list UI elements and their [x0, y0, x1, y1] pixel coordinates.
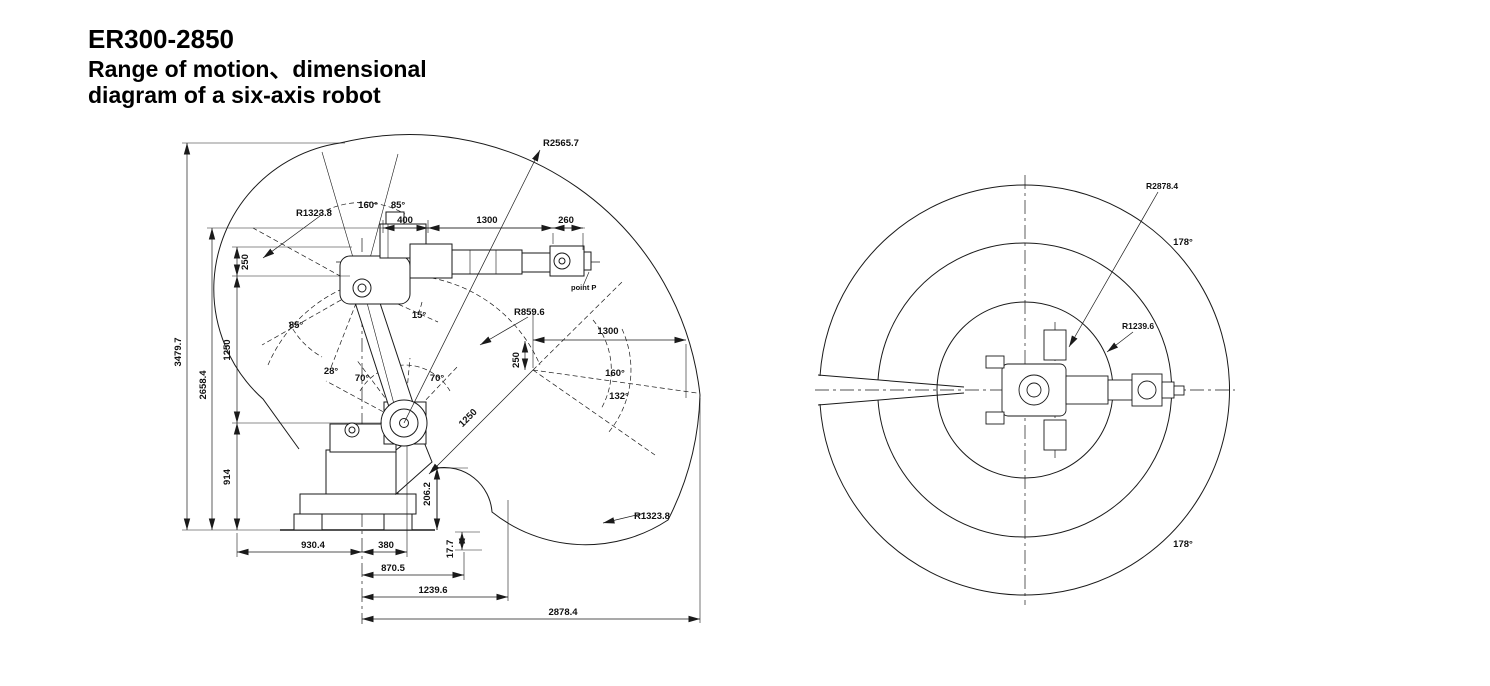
label-point-p: point P [571, 283, 596, 292]
envelope-left-arc [213, 142, 341, 450]
model-title: ER300-2850 [88, 24, 234, 54]
label-dim-3479-7: 3479.7 [173, 337, 184, 366]
dead-zone-upper-line [817, 374, 965, 388]
label-r2565-7: R2565.7 [543, 138, 579, 149]
label-dim-930-4: 930.4 [301, 540, 325, 551]
leader-r2878-4 [1068, 191, 1159, 348]
label-angle-160-right: 160° [605, 368, 625, 379]
top-arm [1065, 375, 1109, 405]
side-view-labels: R2565.7 R1323.8 R859.6 R1323.8 160° 85° … [173, 138, 670, 618]
label-dim-1300-right: 1300 [597, 326, 618, 337]
label-dim-400: 400 [397, 215, 413, 226]
label-dim-2878-4: 2878.4 [548, 607, 578, 618]
label-r859-6: R859.6 [514, 307, 545, 318]
elbow-housing [339, 255, 411, 305]
label-dim-1250-left: 1250 [222, 339, 233, 360]
dead-zone-lower-line [817, 392, 965, 406]
top-view: R2878.4 R1239.6 178° 178° [815, 175, 1235, 605]
leader-r1239-6 [1106, 331, 1134, 353]
leader-r2565-7 [403, 149, 541, 424]
top-flange [1173, 385, 1185, 396]
work-envelope [213, 134, 701, 546]
label-dim-1300-top: 1300 [476, 215, 497, 226]
label-dim-250-left: 250 [240, 254, 251, 270]
top-counterweight-lower [1043, 419, 1067, 451]
label-angle-70-left: 70° [355, 373, 370, 384]
top-view-labels: R2878.4 R1239.6 178° 178° [1122, 181, 1193, 550]
base-foot-right [383, 513, 413, 531]
upper-arm-root [409, 243, 453, 279]
label-r1323-8-lower: R1323.8 [634, 511, 670, 522]
side-view: R2565.7 R1323.8 R859.6 R1323.8 160° 85° … [173, 134, 701, 624]
base-plate [299, 493, 417, 515]
label-angle-160-top: 160° [358, 200, 378, 211]
outer-range-circle [819, 184, 1231, 596]
leader-r1323-8-upper [262, 215, 321, 259]
label-dim-206-2: 206.2 [422, 482, 433, 506]
leader-r1323-8-lower [602, 512, 646, 524]
top-view-leaders [1068, 191, 1159, 353]
robot-top-silhouette [985, 322, 1185, 458]
subtitle-line1: Range of motion、dimensional [88, 56, 427, 82]
base-pedestal [325, 449, 399, 495]
label-dim-380: 380 [378, 540, 394, 551]
label-dim-914: 914 [222, 468, 233, 485]
label-dim-250-right: 250 [511, 352, 522, 368]
title-block: ER300-2850 Range of motion、dimensional d… [88, 24, 427, 108]
envelope-outer-arc [339, 134, 701, 546]
motion-construction-lines [252, 151, 698, 624]
leader-point-p [582, 271, 590, 287]
label-dim-1250-diag: 1250 [457, 407, 480, 430]
robot-side-silhouette [280, 211, 592, 531]
label-angle-178-top: 178° [1173, 237, 1193, 248]
label-dim-1239-6: 1239.6 [418, 585, 447, 596]
upper-arm-tube [451, 249, 523, 275]
label-dim-2658-4: 2658.4 [198, 370, 209, 400]
label-dim-17-7: 17.7 [445, 540, 456, 559]
side-view-dimensions [182, 142, 701, 623]
tool-flange [583, 251, 592, 271]
label-angle-132: 132° [609, 391, 629, 402]
wrist-pitch-arc [318, 202, 406, 215]
label-dim-260: 260 [558, 215, 574, 226]
label-r1239-6: R1239.6 [1122, 321, 1154, 331]
leader-r859-6 [479, 316, 529, 346]
lower-arm [350, 289, 419, 419]
label-angle-28: 28° [324, 366, 339, 377]
dimline-1250-diag [428, 369, 534, 475]
base-foot-left [293, 513, 323, 531]
label-angle-70-right: 70° [430, 373, 445, 384]
label-angle-85-top: 85° [391, 200, 406, 211]
label-r1323-8-upper: R1323.8 [296, 208, 332, 219]
label-angle-15: 15° [412, 310, 427, 321]
label-r2878-4: R2878.4 [1146, 181, 1178, 191]
label-angle-178-bottom: 178° [1173, 539, 1193, 550]
top-counterweight-upper [1043, 329, 1067, 361]
label-angle-85-mid: 85° [289, 320, 304, 331]
label-dim-870-5: 870.5 [381, 563, 405, 574]
subtitle-line2: diagram of a six-axis robot [88, 82, 381, 108]
